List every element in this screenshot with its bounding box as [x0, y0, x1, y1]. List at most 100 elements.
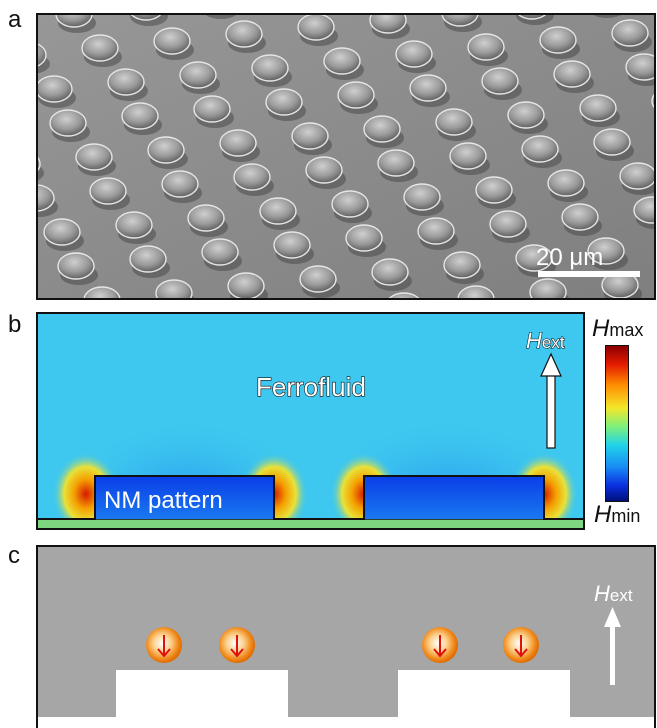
microdome — [291, 122, 332, 155]
microdome — [611, 19, 652, 52]
microdome — [57, 252, 98, 285]
microdome — [443, 251, 484, 284]
microdome — [225, 20, 266, 53]
microdome — [83, 286, 121, 298]
microdome — [323, 47, 364, 80]
particle-icon — [503, 627, 539, 663]
microdome — [38, 156, 44, 181]
panel-letter-a: a — [8, 6, 22, 33]
field-arrow-icon — [604, 607, 621, 685]
microdome — [395, 40, 436, 73]
microdome — [81, 34, 122, 67]
microdome — [227, 272, 268, 298]
microdome — [305, 156, 346, 189]
microdome — [331, 190, 372, 223]
microdome — [369, 15, 410, 39]
microdome — [409, 74, 450, 107]
microdome — [547, 169, 588, 202]
microdome — [457, 285, 495, 298]
microdome — [265, 88, 306, 121]
microdome — [449, 142, 490, 175]
microdome — [89, 177, 130, 210]
field-map: Ferrofluid NM pattern Hext — [38, 314, 583, 528]
microdome — [147, 136, 188, 169]
microdome — [593, 128, 634, 161]
microdome — [579, 94, 620, 127]
microdome — [161, 170, 202, 203]
scale-bar-label: 20 μm — [536, 244, 603, 271]
colorbar-min-label: Hmin — [594, 501, 641, 528]
microdome — [115, 211, 156, 244]
microdome — [153, 27, 194, 60]
scale-bar — [538, 271, 640, 277]
microdome — [529, 278, 570, 298]
microdome — [587, 237, 628, 270]
microdome — [121, 102, 162, 135]
schematic-panel: Hext — [36, 545, 656, 728]
microdome — [38, 43, 50, 74]
field-simulation-panel: Ferrofluid NM pattern Hext — [36, 312, 585, 530]
microdome — [516, 15, 554, 25]
microdome — [593, 15, 621, 18]
schematic: Hext — [38, 547, 654, 728]
microdome — [475, 176, 516, 209]
microdome — [377, 149, 418, 182]
microdome — [553, 60, 594, 93]
microdome — [388, 292, 420, 298]
field-label-b: Hext — [526, 328, 565, 353]
microdome — [219, 129, 260, 162]
nm-pattern-label: NM pattern — [104, 487, 223, 514]
sem-image: 20 μm — [38, 15, 654, 298]
panel-letter-b: b — [8, 311, 22, 338]
microdome — [201, 238, 242, 271]
microdome — [489, 210, 530, 243]
field-label-c: Hext — [594, 581, 633, 606]
microdome — [49, 109, 90, 142]
microdome — [297, 15, 338, 46]
microdome — [561, 203, 602, 236]
microdome — [129, 245, 170, 278]
microdome — [193, 95, 234, 128]
microdome — [345, 224, 386, 257]
microdome — [371, 258, 412, 291]
microdome — [625, 53, 654, 86]
microdome — [38, 184, 58, 217]
microdome — [205, 15, 237, 19]
microdome — [107, 68, 148, 101]
microdome — [521, 135, 562, 168]
microdome — [130, 15, 168, 26]
microdome — [233, 163, 274, 196]
microdome — [43, 218, 84, 251]
microdome — [363, 115, 404, 148]
microdome — [38, 75, 76, 108]
microdome — [539, 26, 580, 59]
microdome — [467, 33, 508, 66]
microdome — [633, 196, 654, 229]
microdome — [75, 143, 116, 176]
panel-letter-c: c — [8, 542, 20, 569]
microdome — [273, 231, 314, 264]
sem-micrograph-panel: 20 μm — [36, 13, 656, 300]
microdome — [435, 108, 476, 141]
colorbar — [605, 345, 629, 502]
microdome — [259, 197, 300, 230]
colorbar-max-label: Hmax — [592, 315, 644, 342]
microdome — [481, 67, 522, 100]
microdome — [55, 15, 96, 33]
microdome — [299, 265, 340, 298]
microdome — [403, 183, 444, 216]
microdome — [619, 162, 654, 195]
microdome — [507, 101, 548, 134]
nm-pattern-block-1 — [96, 477, 273, 519]
nm-pattern-block-2 — [365, 477, 543, 519]
field-arrow-icon — [540, 352, 562, 449]
microdome — [179, 61, 220, 94]
particle-icon — [219, 627, 255, 663]
microdome — [417, 217, 458, 250]
microdome — [187, 204, 228, 237]
ferrofluid-label: Ferrofluid — [256, 372, 366, 402]
particle-icon — [422, 627, 458, 663]
particle-icon — [146, 627, 182, 663]
microdome — [651, 93, 654, 109]
microdome — [251, 54, 292, 87]
